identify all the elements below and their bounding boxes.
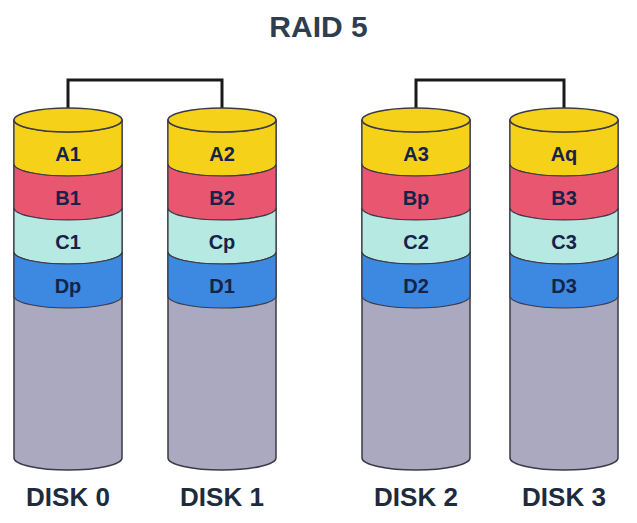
stripe-band: D2 xyxy=(362,252,470,296)
stripe-band: Cp xyxy=(168,208,276,252)
stripe-band: D3 xyxy=(510,252,618,296)
disk-name: DISK 3 xyxy=(522,482,606,512)
disk-name: DISK 1 xyxy=(180,482,264,512)
disk-name: DISK 2 xyxy=(374,482,458,512)
disk-name: DISK 0 xyxy=(26,482,110,512)
disk-label: DISK 0 xyxy=(0,482,146,513)
disk-cylinder: A3BpC2D2DISK 2 xyxy=(362,120,470,458)
block-label: A2 xyxy=(209,144,235,164)
block-label: D2 xyxy=(403,276,429,296)
block-label: Cp xyxy=(209,232,236,252)
block-label: A1 xyxy=(55,144,81,164)
disk-label: DISK 2 xyxy=(338,482,494,513)
stripe-band: D1 xyxy=(168,252,276,296)
disk-label: DISK 3 xyxy=(486,482,637,513)
block-label: B2 xyxy=(209,188,235,208)
stripe-band: Aq xyxy=(510,120,618,164)
block-label: D1 xyxy=(209,276,235,296)
disk-cylinder: A1B1C1DpDISK 0 xyxy=(14,120,122,458)
block-label: B3 xyxy=(551,188,577,208)
stripe-band: Bp xyxy=(362,164,470,208)
disk-cylinder: A2B2CpD1DISK 1 xyxy=(168,120,276,458)
stripe-band: B3 xyxy=(510,164,618,208)
disk-label: DISK 1 xyxy=(144,482,300,513)
stripe-band: C2 xyxy=(362,208,470,252)
stripe-band: B2 xyxy=(168,164,276,208)
stripe-band: A1 xyxy=(14,120,122,164)
block-label: Bp xyxy=(403,188,430,208)
block-label: Aq xyxy=(551,144,578,164)
stripe-band: B1 xyxy=(14,164,122,208)
stripe-band: C1 xyxy=(14,208,122,252)
block-label: B1 xyxy=(55,188,81,208)
block-label: C1 xyxy=(55,232,81,252)
block-label: Dp xyxy=(55,276,82,296)
block-label: A3 xyxy=(403,144,429,164)
diagram-title: RAID 5 xyxy=(0,10,637,44)
stripe-band: Dp xyxy=(14,252,122,296)
stripe-band: A3 xyxy=(362,120,470,164)
stripe-band: C3 xyxy=(510,208,618,252)
block-label: C3 xyxy=(551,232,577,252)
block-label: C2 xyxy=(403,232,429,252)
disk-cylinder: AqB3C3D3DISK 3 xyxy=(510,120,618,458)
block-label: D3 xyxy=(551,276,577,296)
stripe-band: A2 xyxy=(168,120,276,164)
